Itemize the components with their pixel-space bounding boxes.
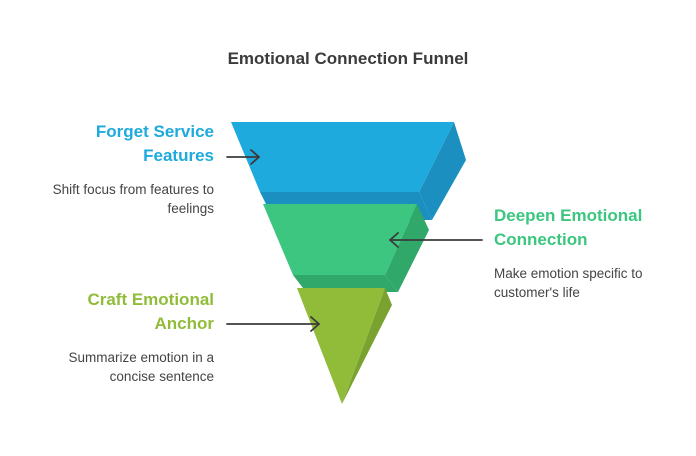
stage-3-heading: Craft Emotional Anchor [40, 288, 214, 336]
tier-2-side [385, 204, 429, 292]
tier-2-bottom-ledge [293, 275, 398, 292]
stage-3-description: Summarize emotion in a concise sentence [20, 348, 214, 386]
stage-1-heading-line-1: Forget Service [95, 122, 214, 141]
stage-1-heading-line-2: Features [143, 146, 214, 165]
arrow-craft-anchor [226, 316, 320, 332]
funnel-tier-3 [297, 288, 392, 404]
stage-2-description-line-1: Make emotion specific to [494, 266, 643, 281]
stage-3-heading-line-1: Craft Emotional [87, 290, 214, 309]
tier-2-face [263, 204, 417, 275]
stage-2-heading-line-1: Deepen Emotional [494, 206, 643, 225]
funnel-tier-2 [263, 204, 429, 292]
arrow-deepen-connection [389, 232, 483, 248]
stage-3-heading-line-2: Anchor [154, 314, 215, 333]
tier-1-face [231, 122, 454, 192]
stage-1-description-line-2: feelings [167, 201, 214, 216]
stage-3-description-line-1: Summarize emotion in a [68, 350, 214, 365]
tier-3-side [342, 288, 392, 404]
stage-2-description-line-2: customer's life [494, 285, 580, 300]
tier-3-face [297, 288, 385, 404]
diagram-title: Emotional Connection Funnel [227, 49, 469, 68]
stage-2-description: Make emotion specific to customer's life [494, 264, 690, 302]
stage-3-description-line-2: concise sentence [109, 369, 214, 384]
stage-2-heading: Deepen Emotional Connection [494, 204, 690, 252]
stage-1-description-line-1: Shift focus from features to [52, 182, 214, 197]
arrow-forget-features [226, 149, 260, 165]
stage-2-heading-line-2: Connection [494, 230, 588, 249]
tier-1-side [419, 122, 466, 220]
stage-1-description: Shift focus from features to feelings [20, 180, 214, 218]
stage-1-heading: Forget Service Features [40, 120, 214, 168]
